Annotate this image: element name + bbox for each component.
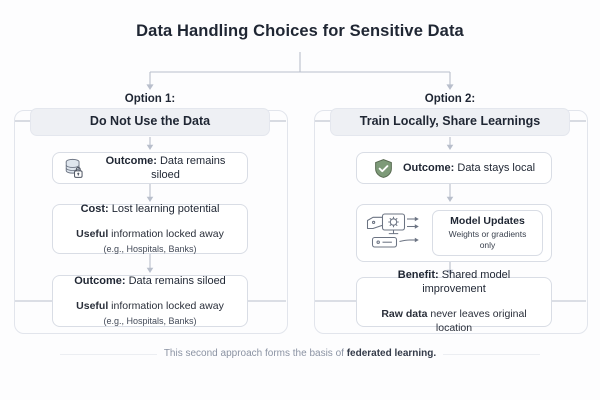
card-r3-value: Shared model improvement xyxy=(422,269,511,295)
card-r1-text: Outcome: Data stays local xyxy=(403,161,535,175)
card-r3-sub-value: never leaves original location xyxy=(427,308,527,334)
card-l2-label: Cost: xyxy=(80,203,109,216)
card-cost-lost-learning[interactable]: Cost: Lost learning potential Useful inf… xyxy=(52,202,248,254)
card-l1-value: Data remains siloed xyxy=(151,155,226,181)
card-l1-text: Outcome: Data remains siloed xyxy=(94,154,237,182)
card-r3-text: Benefit: Shared model improvement xyxy=(366,268,542,296)
card-l2-value: Lost learning potential xyxy=(108,203,220,216)
model-updates-box: Model Updates Weights or gradients only xyxy=(432,210,543,256)
card-l1-label: Outcome: xyxy=(105,155,157,167)
card-r1-label: Outcome: xyxy=(402,162,455,174)
footer-lead: This second approach forms the basis of xyxy=(163,348,347,359)
card-outcome-data-stays-local[interactable]: Outcome: Data stays local xyxy=(356,152,552,184)
card-model-updates[interactable]: Model Updates Weights or gradients only xyxy=(356,204,552,262)
card-outcome-data-siloed-bottom[interactable]: Outcome: Data remains siloed Useful info… xyxy=(52,275,248,327)
footer-caption: This second approach forms the basis of … xyxy=(0,346,600,362)
card-l3-text: Outcome: Data remains siloed xyxy=(62,274,238,288)
card-r3-sub-label: Raw data xyxy=(381,308,428,320)
model-updates-title: Model Updates xyxy=(450,215,525,227)
option-2-headline[interactable]: Train Locally, Share Learnings xyxy=(330,108,570,136)
card-l3-sub-label: Useful xyxy=(76,300,109,313)
card-l3-note: (e.g., Hospitals, Banks) xyxy=(103,315,197,326)
option-2-kicker: Option 2: xyxy=(424,93,476,105)
card-l2-sub-value: information locked away xyxy=(108,228,224,241)
card-r3-subtext: Raw data never leaves original location xyxy=(366,308,542,335)
devices-arrows-icon xyxy=(366,213,419,248)
option-1-headline[interactable]: Do Not Use the Data xyxy=(30,108,270,136)
card-l2-subtext: Useful information locked away xyxy=(62,228,238,242)
card-benefit-shared-model[interactable]: Benefit: Shared model improvement Raw da… xyxy=(356,269,552,334)
option-1-kicker: Option 1: xyxy=(124,93,176,105)
card-l3-label: Outcome: xyxy=(74,275,126,288)
card-r3-label: Benefit: xyxy=(397,269,439,281)
card-l2-sub-label: Useful xyxy=(76,228,109,241)
card-l3-value: Data remains siloed xyxy=(125,275,226,288)
card-l3-sub-value: information locked away xyxy=(108,300,224,313)
shield-check-icon xyxy=(375,158,392,178)
card-r1-value: Data stays local xyxy=(454,162,536,174)
option-2-header: Option 2: Train Locally, Share Learnings xyxy=(330,92,570,136)
option-1-header: Option 1: Do Not Use the Data xyxy=(30,92,270,136)
footer-emphasis: federated learning. xyxy=(346,348,437,359)
page-title: Data Handling Choices for Sensitive Data xyxy=(136,22,464,40)
model-updates-subtitle: Weights or gradients only xyxy=(448,229,527,250)
card-l3-subtext: Useful information locked away xyxy=(62,300,238,314)
card-outcome-data-siloed-top[interactable]: Outcome: Data remains siloed xyxy=(52,152,248,184)
card-l2-text: Cost: Lost learning potential xyxy=(62,202,238,216)
database-lock-icon xyxy=(65,158,83,178)
card-l2-note: (e.g., Hospitals, Banks) xyxy=(103,243,197,254)
